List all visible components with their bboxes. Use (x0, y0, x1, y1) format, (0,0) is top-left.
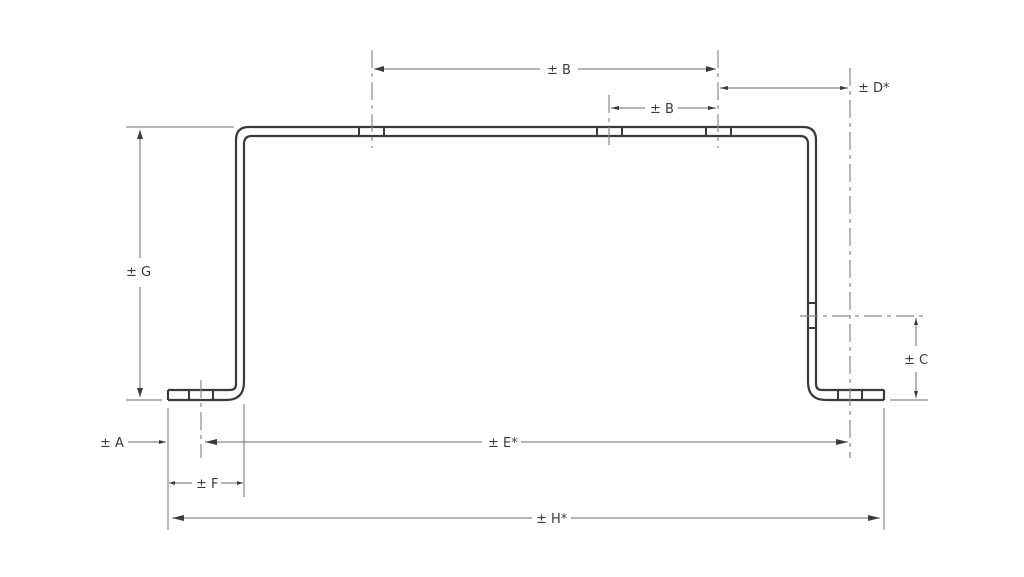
dimension-g: ± G (126, 130, 151, 397)
dimension-f: ± F (169, 477, 243, 492)
dimension-c: ± C (904, 318, 928, 398)
dimension-label-f: ± F (196, 477, 219, 492)
center-lines (200, 50, 928, 458)
dimension-label-e: ± E* (488, 436, 518, 451)
dimension-label-b-long: ± B (547, 63, 571, 78)
bracket-outline (166, 125, 886, 402)
dimension-label-a: ± A (100, 436, 124, 451)
dimension-b-short: ± B (611, 102, 716, 117)
extension-lines (126, 126, 928, 530)
dimension-label-d: ± D* (858, 81, 890, 96)
dimension-b-long: ± B (374, 63, 716, 78)
dimension-h: ± H* (172, 512, 880, 527)
dimension-a: ± A (100, 436, 166, 451)
dimension-label-h: ± H* (536, 512, 568, 527)
hole-marks (188, 127, 863, 400)
dimension-d: ± D* (720, 81, 890, 96)
dimension-label-g: ± G (126, 265, 151, 280)
dimension-label-b-short: ± B (650, 102, 674, 117)
dimension-label-c: ± C (904, 353, 928, 368)
dimension-e: ± E* (205, 436, 848, 451)
